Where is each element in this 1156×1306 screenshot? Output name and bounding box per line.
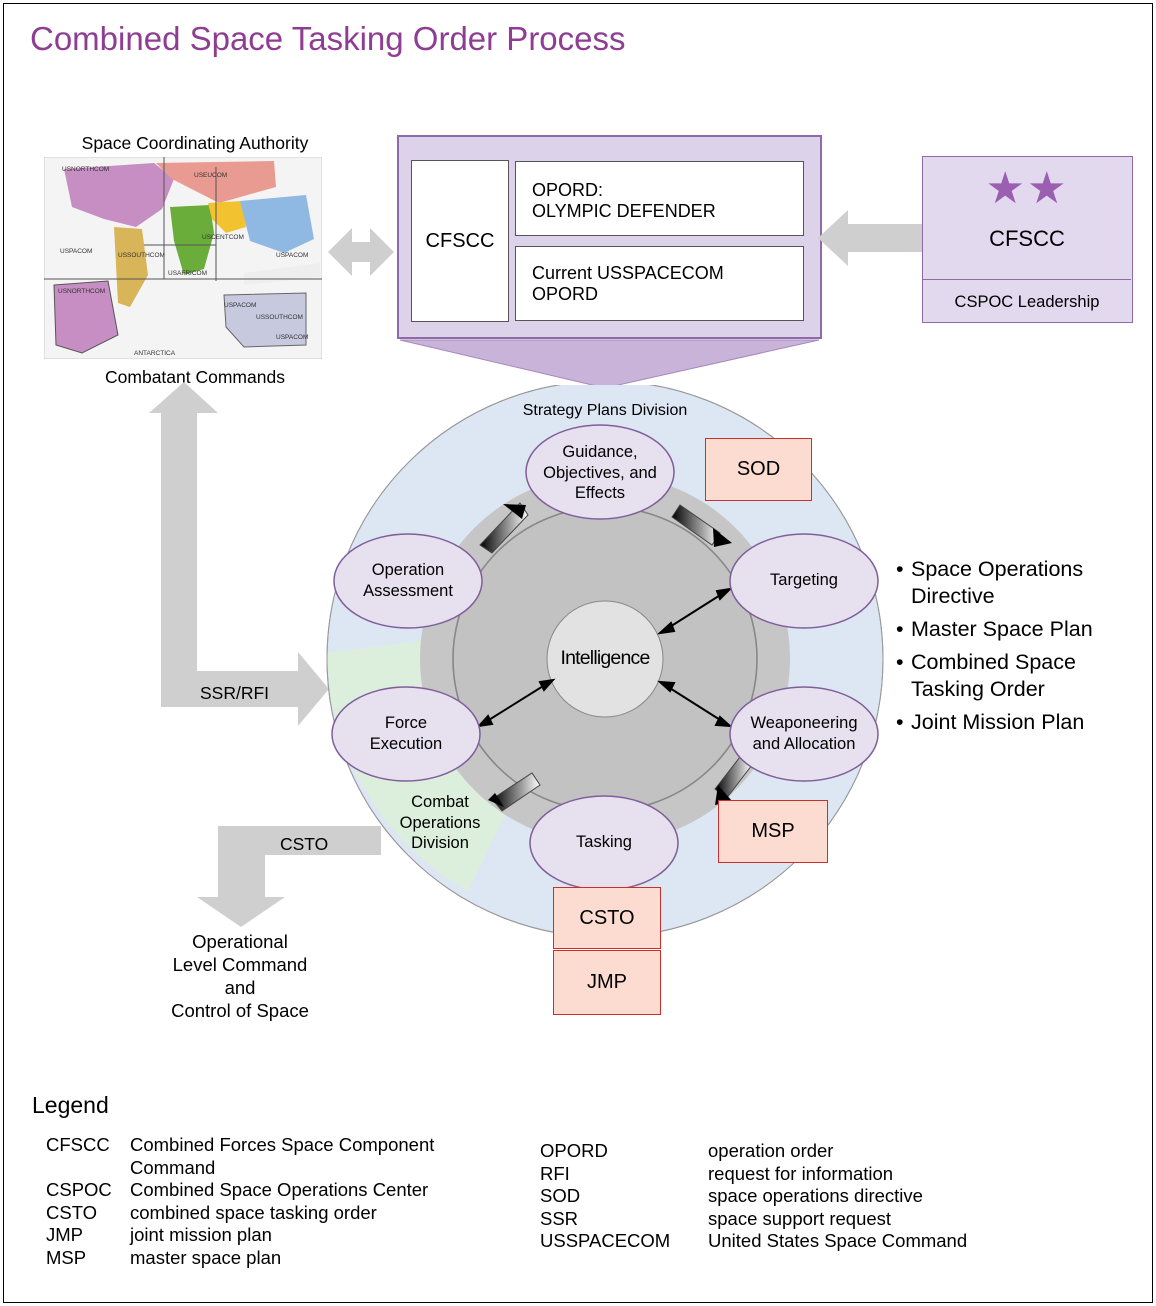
two-star-icon: ★★ <box>985 164 1069 213</box>
csto-arrow-icon <box>197 826 381 927</box>
opord-line: OPORD <box>532 284 599 304</box>
sca-heading: Space Coordinating Authority <box>81 133 309 153</box>
csto-arrow-label: CSTO <box>280 834 329 854</box>
cfscc-label-box: CFSCC <box>411 160 509 322</box>
opord-line: OLYMPIC DEFENDER <box>532 201 716 221</box>
jmp-doc: JMP <box>553 950 661 1015</box>
ssr-rfi-arrow-icon <box>149 382 329 726</box>
cspoc-leadership-label: CSPOC Leadership <box>954 293 1100 311</box>
product-item: • Joint Mission Plan <box>896 710 1085 734</box>
leader-cfscc-label: CFSCC <box>989 226 1065 251</box>
cfscc-label: CFSCC <box>425 229 495 252</box>
csto-doc: CSTO <box>553 887 661 949</box>
map-label: USNORTHCOM <box>62 166 109 173</box>
arrowhead-icon <box>503 504 526 519</box>
map-label: USEUCOM <box>194 172 227 179</box>
cspoc-leadership-card: ★★ CFSCC CSPOC Leadership <box>922 156 1133 323</box>
left-arrow-icon <box>818 210 922 266</box>
map-label: USSOUTHCOM <box>256 314 303 321</box>
product-item: • Master Space Plan <box>896 617 1093 641</box>
page-title: Combined Space Tasking Order Process <box>30 20 626 57</box>
map-label: USCENTCOM <box>202 234 244 241</box>
ssr-rfi-label: SSR/RFI <box>200 683 270 703</box>
legend-title: Legend <box>32 1092 109 1118</box>
node-targeting[interactable]: Targeting <box>770 571 838 589</box>
map-label: ANTARCTICA <box>134 350 176 357</box>
page-frame <box>3 3 1153 1303</box>
map-label: USAFRICOM <box>168 270 207 277</box>
map-label: USPACOM <box>60 248 92 255</box>
opord-current-usspacecom: Current USSPACECOM OPORD <box>515 246 804 321</box>
combatant-commands-map: USNORTHCOM USEUCOM USCENTCOM USPACOM USP… <box>44 157 322 359</box>
node-tasking[interactable]: Tasking <box>576 833 632 851</box>
double-arrow-icon <box>328 228 394 276</box>
map-label: USPACOM <box>276 252 308 259</box>
combatant-commands-caption: Combatant Commands <box>105 367 285 387</box>
map-label: USPACOM <box>224 302 256 309</box>
strategy-division-label: Strategy Plans Division <box>522 402 688 419</box>
map-label: USPACOM <box>276 334 308 341</box>
opord-line: Current USSPACECOM <box>532 263 724 283</box>
intelligence-label: Intelligence <box>560 647 650 669</box>
map-label: USNORTHCOM <box>58 288 105 295</box>
msp-doc: MSP <box>718 800 828 863</box>
sod-doc: SOD <box>705 438 812 501</box>
operations-cycle <box>326 385 884 938</box>
opord-line: OPORD: <box>532 180 604 200</box>
opord-olympic-defender: OPORD: OLYMPIC DEFENDER <box>515 161 804 236</box>
map-label: USSOUTHCOM <box>118 252 165 259</box>
